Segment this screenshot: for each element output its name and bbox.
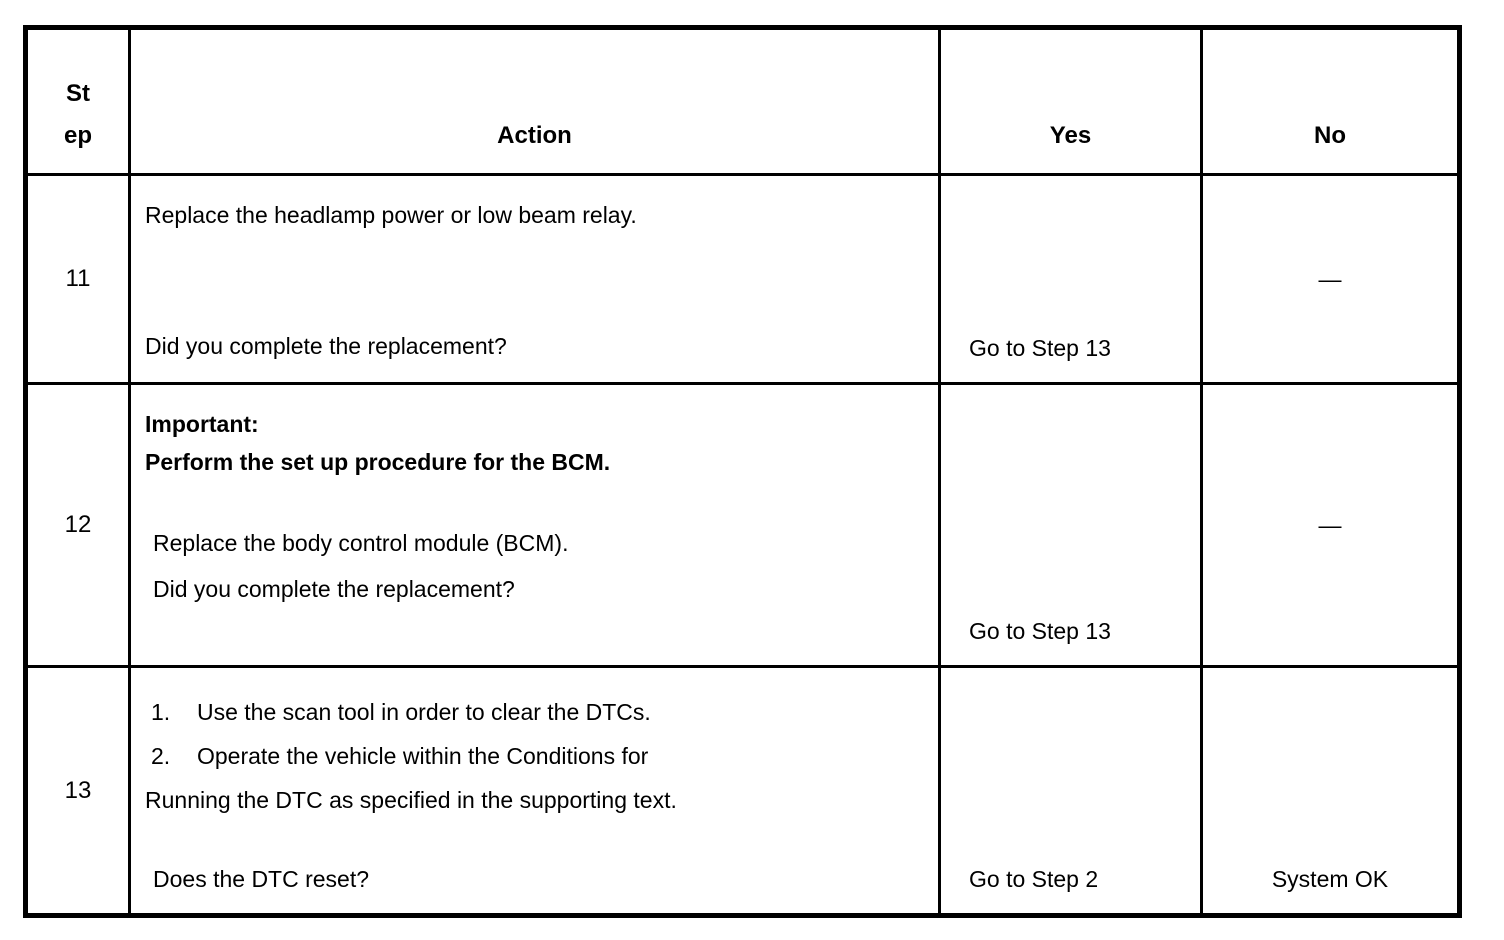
header-cell-yes: Yes [938,26,1203,176]
action-cell: 1. Use the scan tool in order to clear th… [128,665,941,917]
list-item-text: Operate the vehicle within the Condition… [197,743,649,769]
list-item-2: 2. Operate the vehicle within the Conditi… [151,734,926,778]
no-cell: — [1200,382,1461,668]
table-row-step-11: 11 Replace the headlamp power or low bea… [24,173,1461,385]
no-cell: System OK [1200,665,1461,917]
action-question: Does the DTC reset? [153,866,370,892]
step-number: 11 [24,173,131,385]
no-result-dash: — [1318,265,1342,292]
yes-cell: Go to Step 2 [938,665,1203,917]
list-item-text: Use the scan tool in order to clear the … [197,699,651,725]
list-item-1: 1. Use the scan tool in order to clear th… [151,690,926,734]
header-row: St ep Action Yes No [24,26,1461,176]
header-step-line2: ep [63,122,92,149]
header-yes-label: Yes [1049,122,1092,149]
table-row-step-13: 13 1. Use the scan tool in order to clear… [24,665,1461,917]
important-label: Important: [145,411,259,437]
action-cell: Replace the headlamp power or low beam r… [128,173,941,385]
header-cell-step: St ep [24,26,131,176]
action-instruction: Replace the headlamp power or low beam r… [145,202,637,228]
diagnostic-table: St ep Action Yes No 11 Replace the headl… [23,25,1462,918]
table-row-step-12: 12 Important: Perform the set up procedu… [24,382,1461,668]
header-step-line1: St [66,80,90,107]
action-cell: Important: Perform the set up procedure … [128,382,941,668]
header-action-label: Action [497,122,572,149]
header-cell-no: No [1200,26,1461,176]
important-text: Perform the set up procedure for the BCM… [145,449,611,475]
list-continuation: Running the DTC as specified in the supp… [145,787,677,813]
action-question: Did you complete the replacement? [145,333,507,359]
header-no-label: No [1314,122,1346,149]
no-cell: — [1200,173,1461,385]
action-instruction: Replace the body control module (BCM). [153,530,569,556]
header-cell-action: Action [128,26,941,176]
no-result: System OK [1271,866,1389,892]
step-number: 12 [24,382,131,668]
step-number: 13 [24,665,131,917]
yes-result: Go to Step 13 [969,618,1111,644]
action-question: Did you complete the replacement? [153,576,515,602]
yes-cell: Go to Step 13 [938,173,1203,385]
yes-result: Go to Step 2 [969,866,1099,892]
no-result-dash: — [1318,511,1342,538]
yes-result: Go to Step 13 [969,335,1111,361]
list-item-number: 2. [151,743,171,769]
yes-cell: Go to Step 13 [938,382,1203,668]
list-item-number: 1. [151,699,171,725]
